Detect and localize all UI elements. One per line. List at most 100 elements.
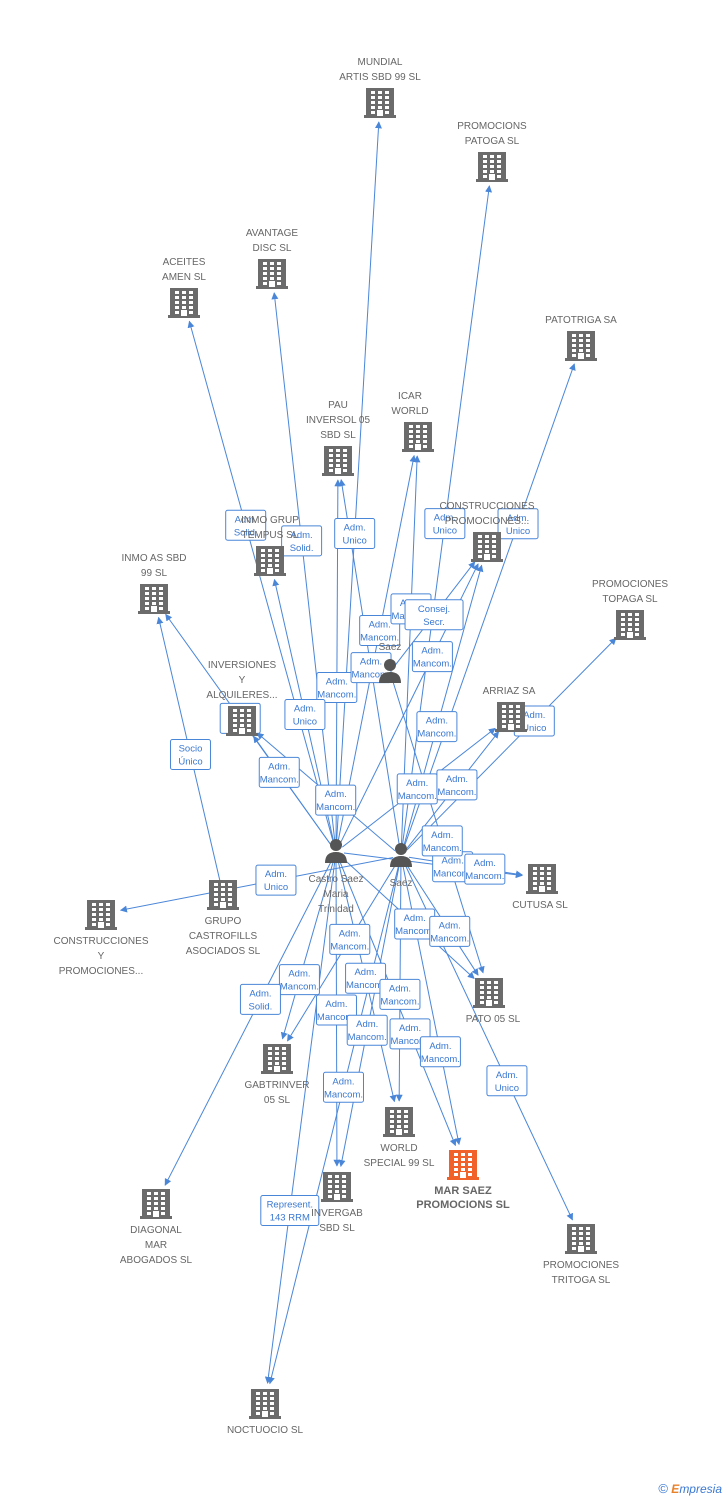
edge-label-text: Mancom. bbox=[413, 659, 452, 670]
node-label: Trinidad bbox=[318, 904, 354, 915]
edge-label-saez2-noctuocio[interactable]: Adm.Mancom. bbox=[322, 1071, 364, 1103]
node-label: PATOTRIGA SA bbox=[545, 315, 617, 326]
edge-label-castro-diagonal[interactable]: Adm. Solid. bbox=[239, 983, 281, 1015]
edge-label-saez2-patoga[interactable]: Adm.Unico bbox=[424, 508, 466, 540]
edge-label-text: Mancom. bbox=[433, 869, 472, 880]
edge-label-castro-icar[interactable]: Adm.Mancom. bbox=[359, 614, 401, 646]
edge-label-castro-pau[interactable]: Adm.Mancom. bbox=[316, 671, 358, 703]
edge-label-text: Solid. bbox=[234, 527, 258, 538]
edge-label-castro-world[interactable]: Adm.Mancom. bbox=[345, 962, 387, 994]
edge-label-saez2-world[interactable]: Adm.Mancom. bbox=[379, 978, 421, 1010]
edge-label-text: Mancom. bbox=[348, 1032, 387, 1043]
edge-label-castro-invergab[interactable]: Adm.Mancom. bbox=[315, 994, 357, 1026]
edge-label-castro-inmogrup[interactable]: Adm.Unico bbox=[284, 698, 326, 730]
building-icon bbox=[207, 880, 239, 910]
edge-label-castro-arriaz[interactable]: Adm.Mancom. bbox=[396, 773, 438, 805]
edge-label-castro-aceites[interactable]: Adm.Solid. bbox=[225, 509, 267, 541]
node-arriaz[interactable]: ARRIAZ SA bbox=[483, 686, 536, 732]
node-saez2[interactable]: Saez bbox=[390, 843, 413, 889]
edge-label-saez2-tritoga[interactable]: Adm.Unico bbox=[486, 1065, 528, 1097]
edge-label-saez2-pato05[interactable]: Adm.Mancom. bbox=[429, 915, 471, 947]
edge-saez2-topaga bbox=[406, 637, 617, 851]
node-label: AMEN SL bbox=[162, 272, 206, 283]
edge-label-saez2-marsaez[interactable]: Adm.Mancom. bbox=[419, 1036, 461, 1068]
building-icon bbox=[402, 422, 434, 452]
node-constr2[interactable]: CONSTRUCCIONESYPROMOCIONES... bbox=[53, 900, 149, 977]
edge-label-castro-cutusa[interactable]: Adm.Mancom. bbox=[432, 851, 474, 883]
edge-label-text: Adm. bbox=[404, 913, 426, 924]
edge-label-castro-noctuocio[interactable]: Represent.143 RRM bbox=[260, 1194, 320, 1226]
node-label: AVANTAGE bbox=[246, 228, 299, 239]
edge-label-castro-gabtrinver[interactable]: Adm.Mancom. bbox=[278, 964, 320, 996]
edge-label-saez2-constr1[interactable]: Adm.Mancom. bbox=[416, 711, 458, 743]
edge-label-castro-pato05[interactable]: Adm. Mancom. bbox=[394, 908, 436, 940]
edge-label-castro-inversiones[interactable]: Adm.Mancom. bbox=[258, 756, 300, 788]
edge-label-text: Unico bbox=[264, 882, 288, 893]
edge-label-text: Mancom. bbox=[395, 926, 434, 937]
edge-label-saez2-patotriga[interactable]: Adm.Unico bbox=[497, 508, 539, 540]
edge-label-saez2-inversiones[interactable]: Adm.Mancom. bbox=[315, 784, 357, 816]
edge-label-saez2-gabtrinver[interactable]: Adm.Mancom. bbox=[329, 923, 371, 955]
node-cutusa[interactable]: CUTUSA SL bbox=[512, 864, 568, 911]
edge-label-text: Adm. bbox=[265, 869, 287, 880]
edge-label-text: Unico bbox=[293, 716, 317, 727]
building-icon bbox=[254, 546, 286, 576]
edge-label-castro-avantage[interactable]: Adm.Solid. bbox=[281, 525, 323, 557]
edge-label-text: Solid. bbox=[290, 543, 314, 554]
edge-label-text: Mancom. bbox=[316, 802, 355, 813]
node-label: 99 SL bbox=[141, 568, 168, 579]
node-pato05[interactable]: PATO 05 SL bbox=[466, 978, 521, 1025]
edge-label-text: 143 RRM bbox=[270, 1212, 310, 1223]
edge-castro-gabtrinver bbox=[280, 859, 335, 1040]
node-label: GRUPO bbox=[205, 916, 242, 927]
edge-label-castro-constr1[interactable]: Adm.Mancom. bbox=[411, 641, 453, 673]
person-icon bbox=[379, 659, 401, 683]
edge-label-text: Mancom. bbox=[346, 980, 385, 991]
edge-label-saez_p-constr1[interactable]: Consej.Secr. bbox=[404, 599, 464, 631]
node-label: MAR bbox=[145, 1240, 167, 1251]
edge-label-text: Adm. bbox=[249, 988, 271, 999]
node-label: NOCTUOCIO SL bbox=[227, 1425, 304, 1436]
copyright-credit[interactable]: © Empresia bbox=[658, 1481, 722, 1496]
node-label: INVERSIONES bbox=[208, 660, 277, 671]
node-noctuocio[interactable]: NOCTUOCIO SL bbox=[227, 1389, 304, 1436]
building-icon bbox=[256, 259, 288, 289]
edge-label-saez2-invergab[interactable]: Adm.Mancom. bbox=[346, 1014, 388, 1046]
edge-label-saez2-pau[interactable]: Adm.Mancom. bbox=[350, 652, 392, 684]
building-icon bbox=[364, 88, 396, 118]
edge-label-saez2-constr2[interactable]: Adm. Unico bbox=[255, 864, 297, 896]
node-label: Castro Saez bbox=[308, 874, 363, 885]
edge-label-text: Solid. bbox=[249, 1001, 273, 1012]
node-inversiones[interactable]: INVERSIONESYALQUILERES... bbox=[206, 660, 278, 736]
node-constr1[interactable]: CONSTRUCCIONESPROMOCIONES... bbox=[439, 501, 535, 562]
edge-label-text: Adm. bbox=[496, 1070, 518, 1081]
node-label: TRITOGA SL bbox=[552, 1275, 611, 1286]
node-label: ARRIAZ SA bbox=[483, 686, 536, 697]
node-patotriga[interactable]: PATOTRIGA SA bbox=[545, 315, 617, 361]
node-saez_p[interactable]: Saez bbox=[379, 642, 402, 683]
building-icon bbox=[261, 1044, 293, 1074]
edge-label-saez2-arriaz[interactable]: Adm.Mancom. bbox=[436, 769, 478, 801]
edge-label-saez2-cutusa[interactable]: Adm.Mancom. bbox=[464, 853, 506, 885]
edge-label-saez_p-pato05[interactable]: Adm.Mancom. bbox=[421, 825, 463, 857]
edge-label-castro-mundial[interactable]: Adm.Unico bbox=[334, 518, 376, 550]
